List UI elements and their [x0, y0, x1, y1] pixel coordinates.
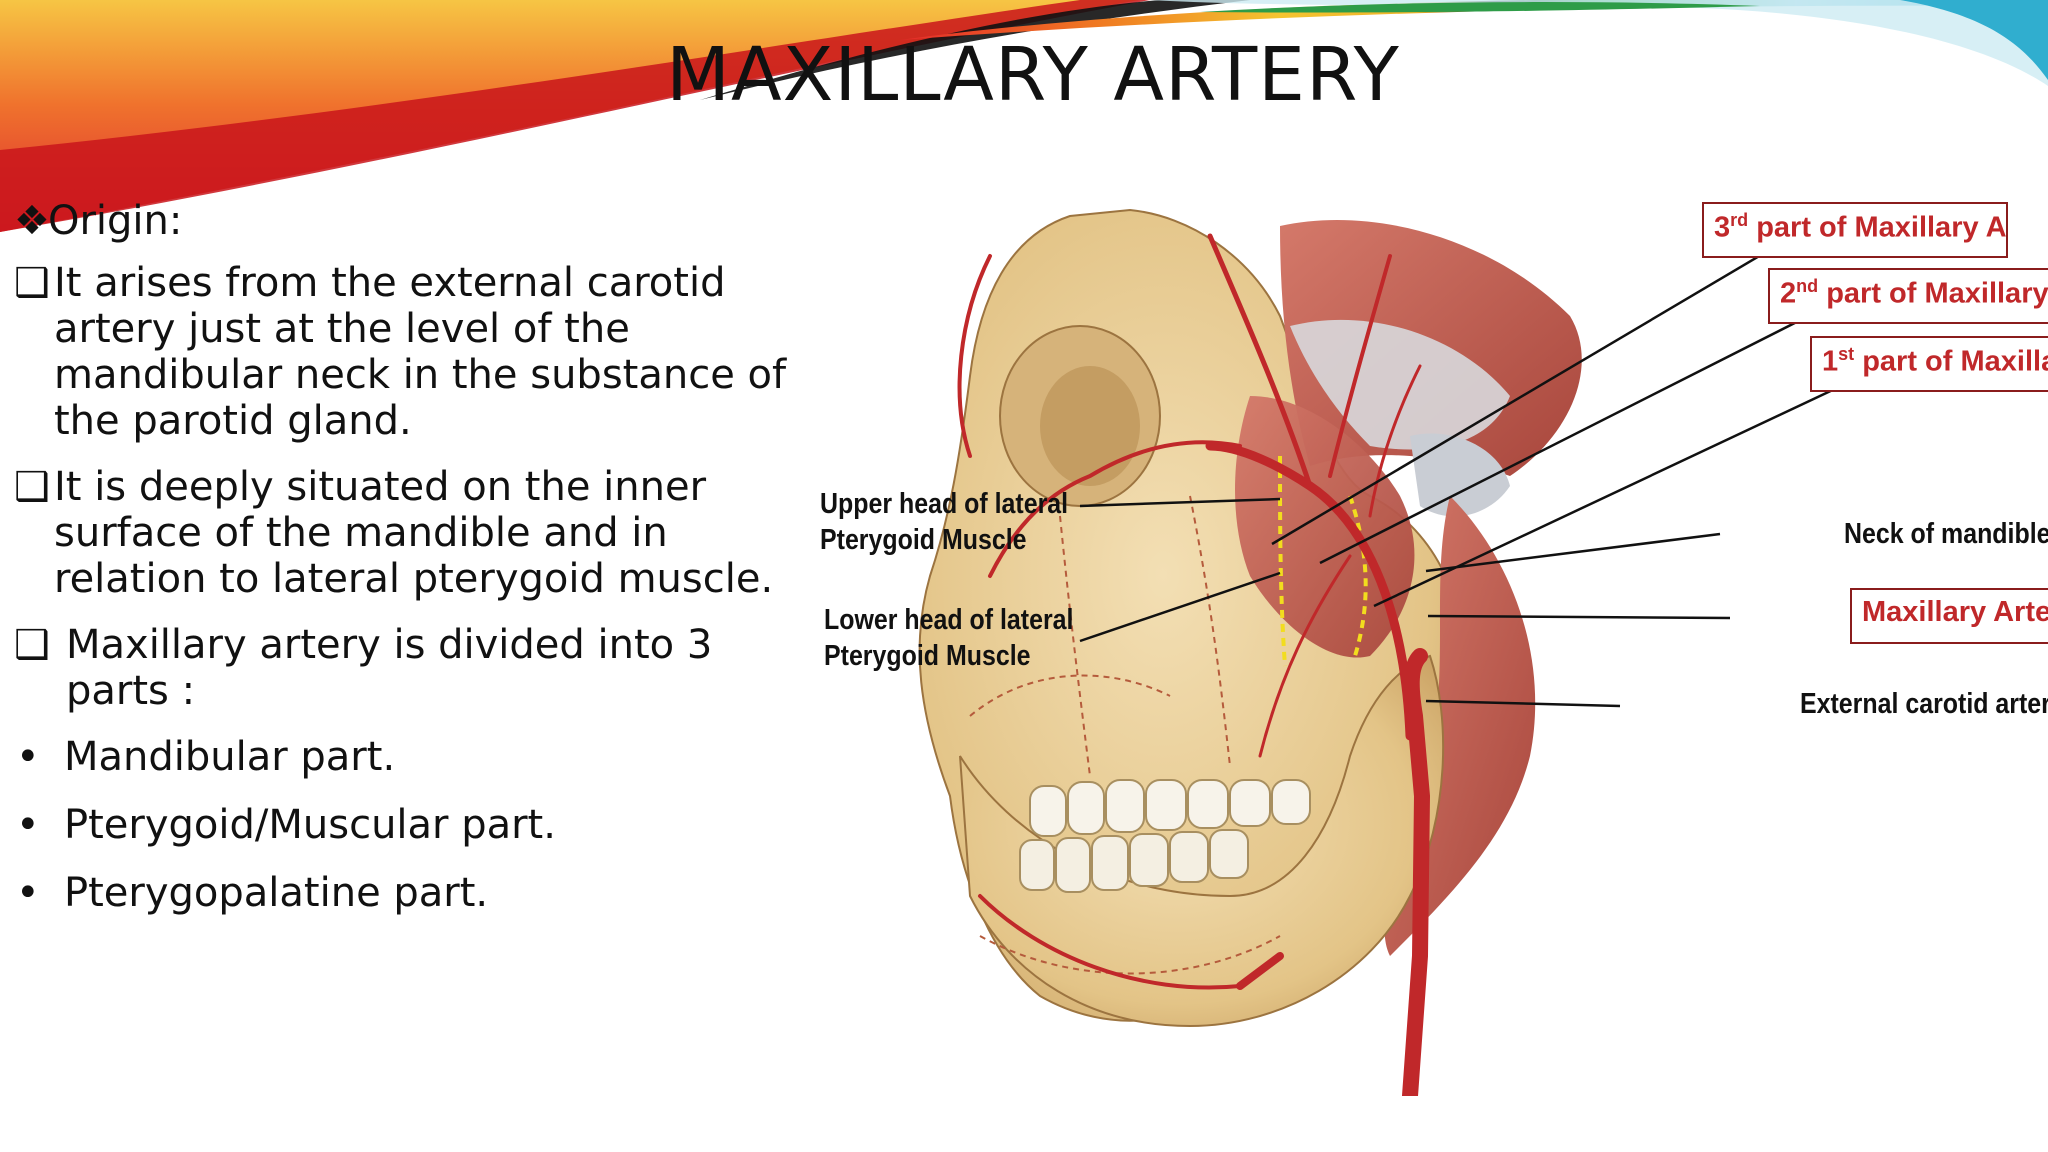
- list-item-text: Pterygopalatine part.: [64, 870, 489, 916]
- paragraph-text: Maxillary artery is divided into 3 parts…: [66, 622, 713, 714]
- paragraph-text: It is deeply situated on the inner surfa…: [54, 464, 774, 602]
- checkbox-bullet-icon: ❑: [14, 622, 50, 668]
- lower-head-label: Lower head of lateral Pterygoid Muscle: [824, 602, 1073, 674]
- slide-title: MAXILLARY ARTERY: [666, 32, 1400, 118]
- skull-illustration: [918, 208, 1891, 1104]
- paragraph-divided: ❑ Maxillary artery is divided into 3 par…: [14, 622, 814, 714]
- maxillary-artery-label: Maxillary Artery: [1850, 588, 2048, 644]
- origin-label: Origin:: [48, 198, 183, 244]
- list-item: • Pterygopalatine part.: [14, 870, 814, 916]
- label-text: part of Maxillary A: [1756, 211, 2007, 244]
- bullet-icon: •: [16, 802, 40, 848]
- ordinal-suffix: nd: [1796, 276, 1819, 296]
- slide-content: ❖ Origin: ❑ It arises from the external …: [14, 198, 814, 938]
- ordinal-suffix: st: [1838, 344, 1855, 364]
- label-line: Pterygoid Muscle: [824, 640, 1031, 672]
- checkbox-bullet-icon: ❑: [14, 260, 50, 306]
- checkbox-bullet-icon: ❑: [14, 464, 50, 510]
- label-line: Lower head of lateral: [824, 604, 1074, 636]
- diamond-bullet-icon: ❖: [14, 198, 50, 244]
- label-line: Upper head of lateral: [820, 488, 1069, 520]
- ordinal-suffix: rd: [1730, 210, 1749, 230]
- third-part-label: 3rd part of Maxillary A: [1702, 202, 2008, 258]
- origin-heading: ❖ Origin:: [14, 198, 814, 244]
- bullet-icon: •: [16, 870, 40, 916]
- paragraph-arises: ❑ It arises from the external carotid ar…: [14, 260, 814, 444]
- anatomy-figure: Upper head of lateral Pterygoid Muscle L…: [810, 196, 2048, 1104]
- paragraph-situated: ❑ It is deeply situated on the inner sur…: [14, 464, 814, 602]
- label-text: Maxillary Artery: [1862, 596, 2048, 628]
- external-carotid-label: External carotid artery: [1800, 688, 2048, 720]
- ordinal: 3: [1714, 211, 1731, 244]
- list-item-text: Pterygoid/Muscular part.: [64, 802, 556, 848]
- paragraph-text: It arises from the external carotid arte…: [54, 260, 787, 444]
- ordinal: 1: [1822, 345, 1839, 378]
- list-item: • Pterygoid/Muscular part.: [14, 802, 814, 848]
- rainbow-swoosh-decoration: [0, 0, 2048, 232]
- label-text: part of Maxillary A: [1826, 277, 2048, 310]
- ordinal: 2: [1780, 277, 1797, 310]
- label-text: part of Maxillary: [1862, 345, 2048, 378]
- neck-of-mandible-label: Neck of mandible: [1844, 518, 2048, 550]
- second-part-label: 2nd part of Maxillary A: [1768, 268, 2048, 324]
- first-part-label: 1st part of Maxillary: [1810, 336, 2048, 392]
- list-item: • Mandibular part.: [14, 734, 814, 780]
- upper-head-label: Upper head of lateral Pterygoid Muscle: [820, 486, 1068, 558]
- list-item-text: Mandibular part.: [64, 734, 396, 780]
- bullet-icon: •: [16, 734, 40, 780]
- label-line: Pterygoid Muscle: [820, 524, 1027, 556]
